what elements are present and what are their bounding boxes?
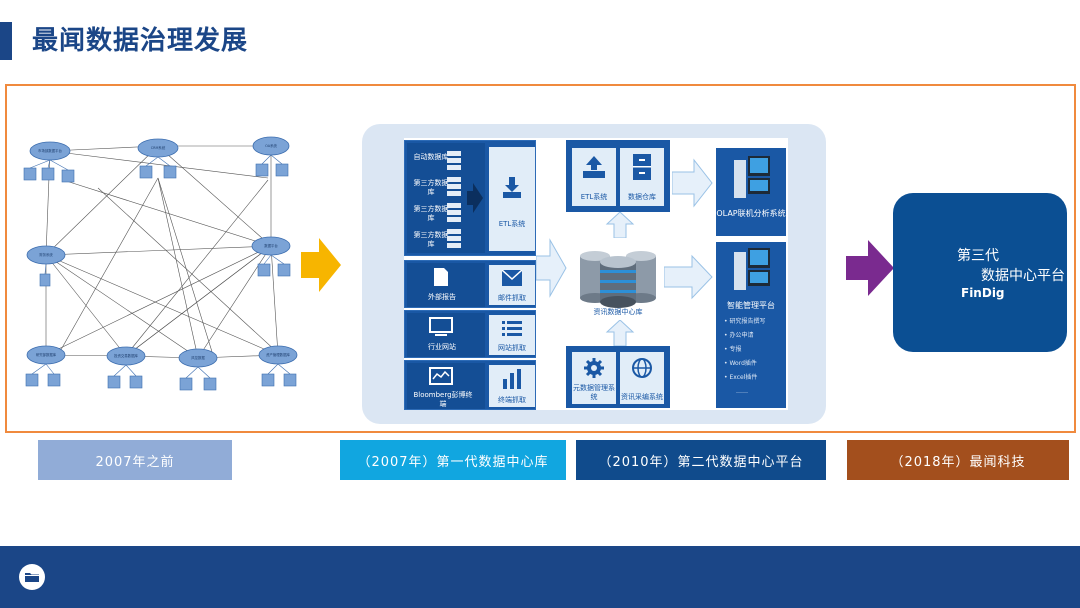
document-icon	[434, 268, 448, 286]
envelope-icon	[502, 270, 522, 286]
page-title: 最闻数据治理发展	[32, 26, 249, 56]
gen3-line2: 数据中心平台	[981, 268, 1065, 284]
net-node-label: 研究部数据库	[36, 352, 57, 357]
mgmt-item: • Excel插件	[724, 374, 758, 381]
source-group-website: 行业网站 网站抓取	[404, 310, 536, 358]
net-node-label: OA系统	[265, 143, 277, 148]
arrow-right-icon	[467, 183, 483, 213]
metadata-label: 元数据管理系统	[573, 384, 615, 401]
workstation-icon	[734, 248, 770, 290]
footer-bar	[0, 546, 1080, 608]
title-accent-bar	[0, 22, 12, 60]
src-db-label: 第三方数据库	[413, 231, 449, 248]
list-icon	[502, 321, 522, 336]
bloomberg-label: Bloomberg彭博终端	[413, 391, 473, 408]
source-group-bloomberg: Bloomberg彭博终端 终端抓取	[404, 360, 536, 410]
stage-label-gen2: （2010年）第二代数据中心平台	[576, 440, 826, 480]
arrow-up-icon	[605, 320, 635, 346]
arrow-right-icon	[301, 238, 341, 292]
warehouse-label: 数据仓库	[628, 193, 656, 201]
net-node-label: CRM系统	[151, 145, 166, 150]
mgmt-title: 智能管理平台	[727, 301, 775, 310]
core-db-label: 资讯数据中心库	[593, 308, 643, 316]
folder-icon	[19, 564, 45, 590]
mgmt-item: • Word插件	[724, 360, 757, 367]
database-cluster-icon	[580, 251, 656, 308]
crawl-label: 网站抓取	[498, 344, 526, 352]
net-node-label: 资产管理数据库	[266, 352, 290, 357]
etl-warehouse-group: ETL系统 数据仓库	[566, 140, 670, 212]
arrow-right-icon	[672, 158, 713, 208]
cabinet-icon	[633, 154, 651, 180]
mgmt-item: ……	[736, 388, 748, 395]
workstation-icon	[734, 156, 770, 198]
arrow-right-icon	[536, 238, 567, 298]
gear-icon	[584, 358, 604, 378]
bar-chart-icon	[503, 369, 521, 389]
source-column: 自动数据库 第三方数据库 第三方数据库 第三方数据库 ETL系统	[404, 140, 536, 412]
stage-label-gen1: （2007年）第一代数据中心库	[340, 440, 566, 480]
etl-label: ETL系统	[498, 220, 526, 228]
net-node-label: 投资交易数据库	[114, 353, 138, 358]
src-db-label: 第三方数据库	[413, 205, 449, 222]
arrow-right-icon	[846, 240, 894, 296]
source-group-databases: 自动数据库 第三方数据库 第三方数据库 第三方数据库 ETL系统	[404, 140, 536, 256]
net-node-label: 数据平台	[264, 243, 278, 248]
net-node-label: 财务系统	[39, 252, 53, 257]
top-etl-label: ETL系统	[580, 193, 608, 201]
download-tray-icon	[503, 177, 521, 198]
stage-label-pre2007: 2007年之前	[38, 440, 232, 480]
terminal-label: 终端抓取	[498, 396, 526, 404]
mgmt-platform: 智能管理平台 • 研究报告撰写 • 办公申请 • 专报 • Word插件 • E…	[716, 242, 786, 408]
stage-label-2018: （2018年）最闻科技	[847, 440, 1069, 480]
website-label: 行业网站	[428, 343, 456, 351]
monitor-icon	[429, 317, 453, 336]
mgmt-item: • 专报	[724, 346, 742, 353]
arrow-up-icon	[605, 212, 635, 238]
arrow-right-icon	[664, 254, 713, 300]
email-label: 邮件抓取	[498, 294, 526, 302]
source-group-report: 外部报告 邮件抓取	[404, 260, 536, 308]
net-node-label: 市场部数据平台	[38, 148, 62, 153]
src-db-label: 第三方数据库	[413, 179, 449, 196]
upload-tray-icon	[583, 156, 605, 178]
mgmt-item: • 办公申请	[724, 332, 754, 339]
gen3-line3: FinDig	[961, 286, 1005, 300]
legacy-network-diagram: 市场部数据平台 CRM系统 OA系统 财务系统 数据平台 研究部数据库 投资交易…	[23, 136, 298, 391]
net-node-label: 风控数据	[191, 355, 205, 360]
olap-system: OLAP联机分析系统	[716, 148, 786, 236]
gen3-line1: 第三代	[957, 248, 999, 264]
server-stack-icon	[447, 151, 461, 248]
collect-label: 资讯采编系统	[621, 393, 663, 401]
src-db-label: 自动数据库	[413, 153, 449, 161]
olap-label: OLAP联机分析系统	[716, 209, 786, 218]
metadata-group: 元数据管理系统 资讯采编系统	[566, 346, 670, 408]
mgmt-item: • 研究报告撰写	[724, 318, 766, 325]
report-label: 外部报告	[428, 293, 456, 301]
gen3-platform-box: 第三代 数据中心平台 FinDig	[893, 193, 1067, 352]
chart-monitor-icon	[429, 367, 453, 385]
globe-icon	[632, 358, 652, 378]
